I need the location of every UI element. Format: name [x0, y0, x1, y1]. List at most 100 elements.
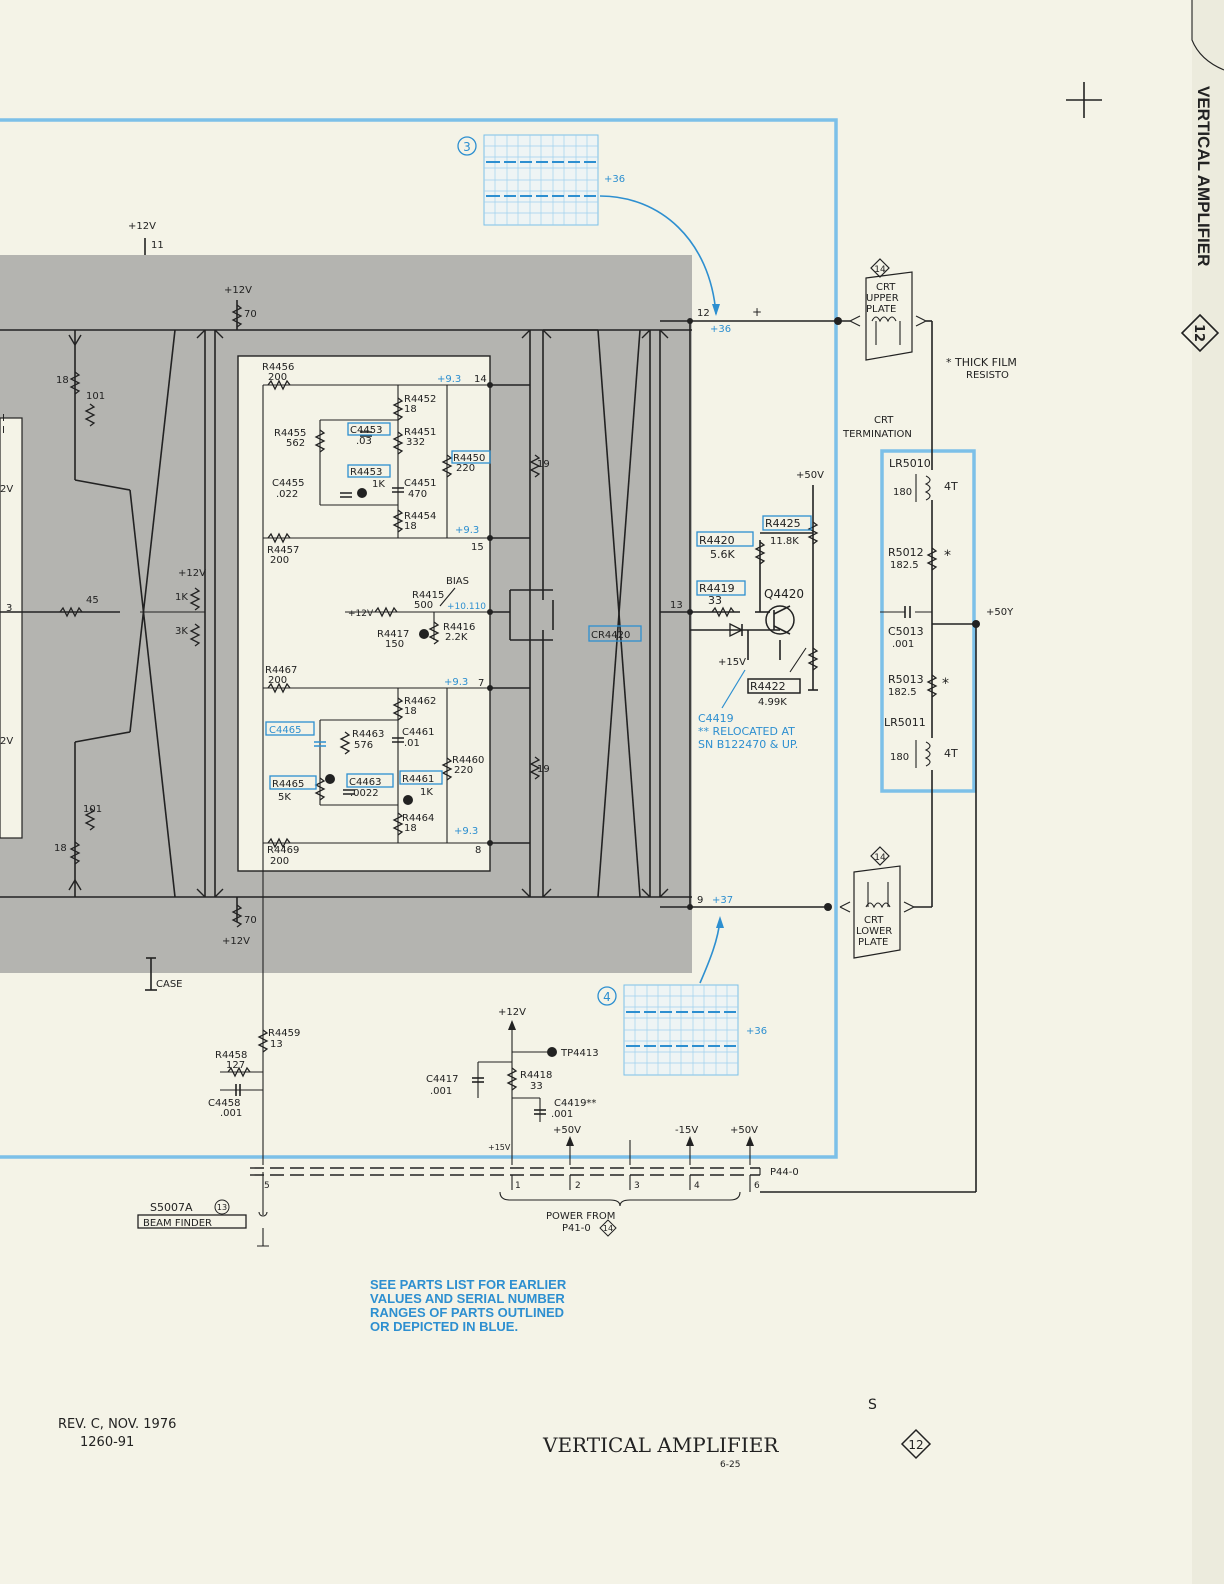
r4464-value: 18 — [404, 823, 417, 834]
r4422-box — [747, 678, 801, 694]
crt-lower-line1: CRT — [864, 915, 884, 926]
cr4420-diode — [729, 622, 744, 638]
pin8-label: 8 — [475, 845, 481, 856]
power-ref: 14 — [603, 1224, 613, 1233]
lr5011-t: 4T — [944, 747, 958, 760]
v93b-label: +9.3 — [455, 525, 479, 536]
relocated-line2: SN B122470 & UP. — [698, 738, 798, 751]
side-tab-number: 12 — [1191, 324, 1206, 342]
c4453-value: .03 — [356, 436, 372, 447]
r4467-value: 200 — [268, 675, 287, 686]
c4455-value: .022 — [276, 489, 298, 500]
r4425-value: 11.8K — [770, 536, 799, 547]
c4461-label: C4461 — [402, 727, 434, 738]
footer-part-number: 1260-91 — [80, 1435, 134, 1450]
waveform-3-level: +36 — [604, 174, 625, 185]
thick-film-line2: RESISTO — [966, 370, 1009, 381]
r4469-value: 200 — [270, 856, 289, 867]
r4459-label: R4459 — [268, 1028, 300, 1039]
left-panel — [0, 417, 23, 839]
r4461-box — [399, 770, 443, 785]
board-outline — [0, 118, 838, 1159]
side-tab-number-badge: 12 — [1180, 313, 1220, 353]
q4420-transistor — [765, 605, 795, 635]
r19-bot-label: 19 — [537, 764, 550, 775]
c4458-value: .001 — [220, 1108, 242, 1119]
note-line-1: SEE PARTS LIST FOR EARLIER — [370, 1277, 567, 1292]
lr5010-r: 180 — [893, 487, 912, 498]
r101-bot-label: 101 — [83, 804, 102, 815]
edge-3-label: 3 — [6, 603, 12, 614]
pin7-label: 7 — [478, 678, 484, 689]
inner-nodes — [487, 382, 493, 846]
r4451-value: 332 — [406, 437, 425, 448]
hybrid-inner-window — [237, 355, 491, 872]
r4460-label: R4460 — [452, 755, 484, 766]
r4416-label: R4416 — [443, 622, 475, 633]
v93c-label: +9.3 — [444, 677, 468, 688]
tab-edge — [1191, 0, 1224, 71]
r4453-box — [347, 464, 391, 478]
crt-upper-plate: 14 CRT UPPER PLATE — [849, 258, 927, 361]
c4458-label: C4458 — [208, 1098, 240, 1109]
output-nodes — [687, 317, 842, 911]
r4462-value: 18 — [404, 706, 417, 717]
c4417-value: .001 — [430, 1086, 452, 1097]
r5012-value: 182.5 — [890, 560, 919, 571]
beam-finder-label: BEAM FINDER — [143, 1218, 212, 1229]
page-edge — [1192, 0, 1224, 1584]
r4460-value: 220 — [454, 765, 473, 776]
plus50y-label: +50Y — [986, 607, 1014, 618]
registration-mark — [1066, 82, 1102, 118]
waveform-3-ref: 3 — [463, 140, 471, 154]
bottom-plus12v-label: +12V — [498, 1007, 526, 1018]
r4455-label: R4455 — [274, 428, 306, 439]
c4419-bottom-label: C4419** — [554, 1098, 596, 1109]
r4464-label: R4464 — [402, 813, 434, 824]
r18-top-label: 18 — [56, 375, 69, 386]
r4457-label: R4457 — [267, 545, 299, 556]
s5007-ref: 13 — [217, 1203, 227, 1212]
bias-pointer — [439, 587, 456, 607]
r4465-label: R4465 — [272, 779, 304, 790]
r4451-label: R4451 — [404, 427, 436, 438]
r4461-value: 1K — [420, 787, 433, 798]
r4420-value: 5.6K — [710, 548, 735, 561]
pin6-label: 6 — [754, 1181, 760, 1191]
r4463-value: 576 — [354, 740, 373, 751]
r4417-label: R4417 — [377, 629, 409, 640]
crt-upper-line1: CRT — [876, 282, 896, 293]
r4419-label: R4419 — [699, 582, 735, 595]
r5013-value: 182.5 — [888, 687, 917, 698]
termination-wiring — [760, 320, 977, 1193]
c4453-box — [347, 422, 391, 436]
s5007-ref-circle — [214, 1199, 230, 1215]
plus12v-top-label: +12V — [224, 285, 252, 296]
crt-termination-line1: CRT — [874, 415, 894, 426]
edge-i2-label: I — [2, 425, 5, 436]
lr5011-label: LR5011 — [884, 716, 926, 729]
footer-revision: REV. C, NOV. 1976 — [58, 1417, 176, 1432]
bottom-minus15v-label: -15V — [675, 1125, 698, 1136]
r5013-label: R5013 — [888, 673, 924, 686]
case-label: CASE — [156, 979, 183, 990]
left-resistors — [59, 304, 541, 928]
pin11-label: 11 — [151, 240, 164, 251]
pin12-label: 12 — [697, 308, 710, 319]
r4458-value: 127 — [226, 1060, 245, 1071]
transistor-symbols — [68, 329, 669, 898]
bias-label: BIAS — [446, 576, 469, 587]
footer-section: 12 — [908, 1438, 923, 1452]
crt-upper-line2: UPPER — [866, 293, 899, 304]
r4450-box — [451, 450, 491, 464]
r4463-label: R4463 — [352, 729, 384, 740]
c4419-relocated-label: C4419 — [698, 712, 734, 725]
r19-top-label: 19 — [537, 459, 550, 470]
v93a-label: +9.3 — [437, 374, 461, 385]
c4451-label: C4451 — [404, 478, 436, 489]
r4415-value: 500 — [414, 600, 433, 611]
r4415-label: R4415 — [412, 590, 444, 601]
r4419-value: 33 — [708, 594, 722, 607]
r4454-value: 18 — [404, 521, 417, 532]
